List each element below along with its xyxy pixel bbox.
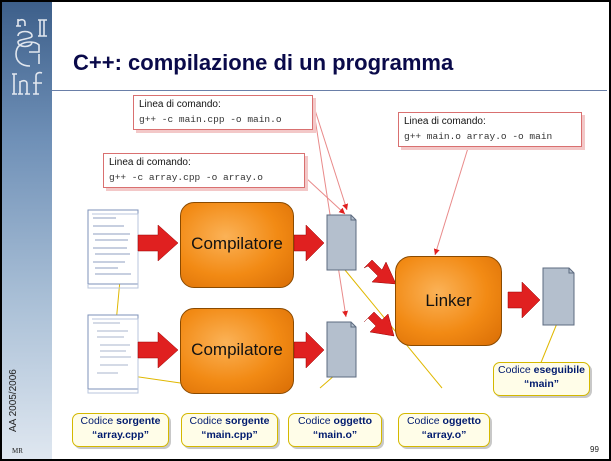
arrow-compiler-top-to-obj [293,224,325,262]
course-logo [12,18,47,95]
executable-doc-main-icon [542,267,575,326]
source-doc-main-icon [87,314,139,394]
linker-block: Linker [395,256,502,346]
caption-leader-obj-array [344,269,443,389]
author-initials: MR [12,447,23,455]
command-box-compile-main: Linea di comando: g++ -c main.cpp -o mai… [133,95,313,130]
title-divider [52,90,607,91]
page-number: 99 [590,445,599,454]
cmd-array-to-array-o-line [305,177,346,215]
command-text: g++ -c main.cpp -o main.o [139,114,282,125]
caption-src-main: Codice sorgente “main.cpp” [181,413,278,447]
cmd-main-to-main-o-line [314,109,349,211]
source-doc-array-icon [87,209,139,289]
arrow-obj-top-to-linker [363,259,397,285]
compiler-label: Compilatore [191,234,283,253]
arrow-src-main-to-compiler [137,331,179,369]
compiler-block-top: Compilatore [180,202,294,288]
arrow-linker-to-exe [507,281,541,319]
arrow-src-array-to-compiler [137,224,179,262]
command-box-link: Linea di comando: g++ main.o array.o -o … [398,112,582,147]
arrow-compiler-bottom-to-obj [293,331,325,369]
caption-exe-main: Codice eseguibile “main” [493,362,590,396]
caption-obj-array: Codice oggetto “array.o” [398,413,490,447]
cmd-link-to-linker-line [433,147,469,256]
compiler-label: Compilatore [191,340,283,359]
caption-obj-main: Codice oggetto “main.o” [288,413,382,447]
command-box-compile-array: Linea di comando: g++ -c array.cpp -o ar… [103,153,305,188]
command-text: g++ -c array.cpp -o array.o [109,172,263,183]
compiler-block-bottom: Compilatore [180,308,294,394]
command-label: Linea di comando: [139,99,221,110]
object-doc-main-icon [326,214,357,271]
command-label: Linea di comando: [109,157,191,168]
linker-label: Linker [425,291,472,310]
sidebar: AA 2005/2006 MR [2,2,52,459]
object-doc-array-icon [326,321,357,378]
command-text: g++ main.o array.o -o main [404,131,553,142]
arrow-obj-bottom-to-linker [363,311,395,337]
slide-title: C++: compilazione di un programma [73,50,454,75]
command-label: Linea di comando: [404,116,486,127]
caption-src-array: Codice sorgente “array.cpp” [72,413,169,447]
